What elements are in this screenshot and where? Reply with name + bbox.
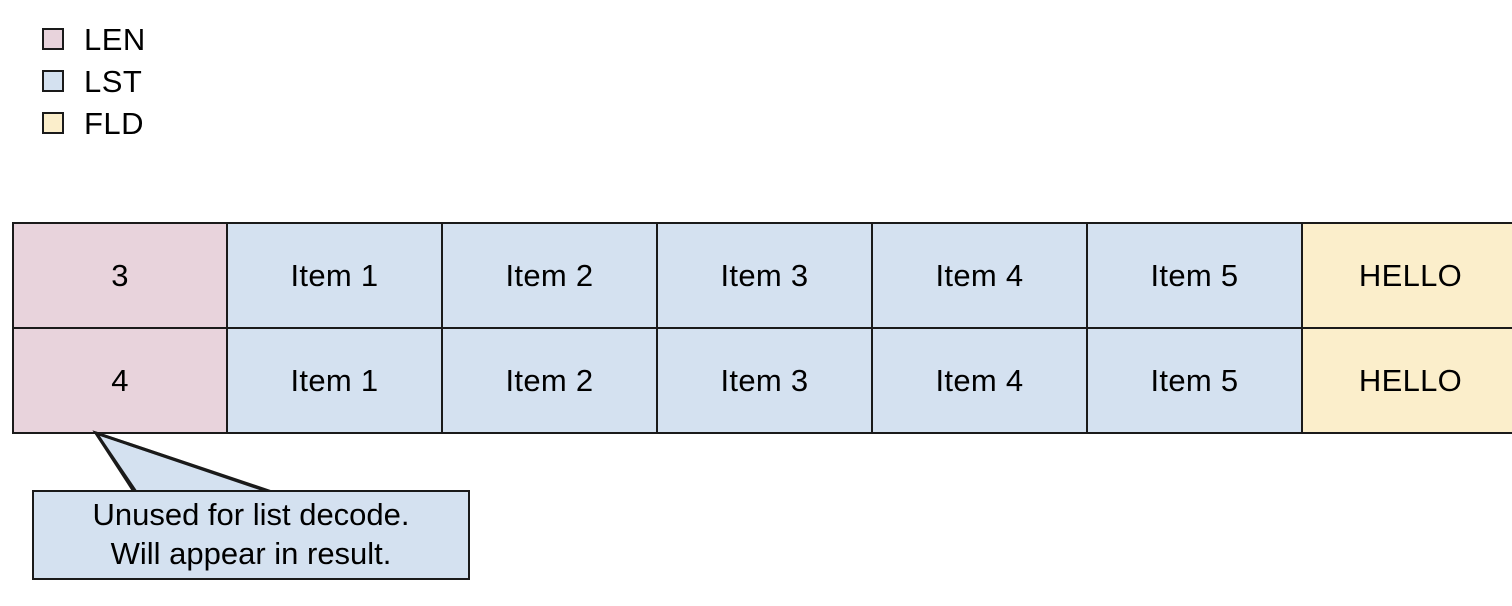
cell-lst: Item 3: [656, 222, 873, 329]
table: 3 Item 1 Item 2 Item 3 Item 4 Item 5 HEL…: [12, 222, 1512, 434]
square-swatch-icon: [42, 28, 64, 50]
cell-lst: Item 4: [871, 222, 1088, 329]
callout-line-2: Will appear in result.: [110, 536, 392, 571]
cell-len: 4: [12, 327, 228, 434]
cell-lst: Item 1: [226, 327, 443, 434]
legend-label: FLD: [84, 105, 145, 141]
cell-lst: Item 1: [226, 222, 443, 329]
cell-lst: Item 2: [441, 222, 658, 329]
callout-line-1: Unused for list decode.: [92, 497, 410, 533]
encoding-table: 3 Item 1 Item 2 Item 3 Item 4 Item 5 HEL…: [12, 222, 1512, 434]
callout-tail-edge: [95, 431, 273, 494]
legend-label: LEN: [84, 21, 146, 57]
cell-lst: Item 4: [871, 327, 1088, 434]
cell-len: 3: [12, 222, 228, 329]
legend: LEN LST FLD: [42, 18, 146, 144]
callout-tail-icon: [92, 430, 271, 494]
cell-fld: HELLO: [1301, 222, 1512, 329]
table-row: 4 Item 1 Item 2 Item 3 Item 4 Item 5 HEL…: [12, 327, 1512, 434]
cell-lst: Item 5: [1086, 327, 1303, 434]
cell-lst: Item 3: [656, 327, 873, 434]
square-swatch-icon: [42, 70, 64, 92]
cell-fld: HELLO: [1301, 327, 1512, 434]
table-row: 3 Item 1 Item 2 Item 3 Item 4 Item 5 HEL…: [12, 222, 1512, 329]
cell-lst: Item 2: [441, 327, 658, 434]
square-swatch-icon: [42, 112, 64, 134]
legend-item-fld: FLD: [42, 102, 146, 144]
legend-label: LST: [84, 63, 143, 99]
callout-tail-edge: [94, 432, 138, 493]
cell-lst: Item 5: [1086, 222, 1303, 329]
legend-item-lst: LST: [42, 60, 146, 102]
callout-note: Unused for list decode. Will appear in r…: [32, 490, 470, 580]
legend-item-len: LEN: [42, 18, 146, 60]
